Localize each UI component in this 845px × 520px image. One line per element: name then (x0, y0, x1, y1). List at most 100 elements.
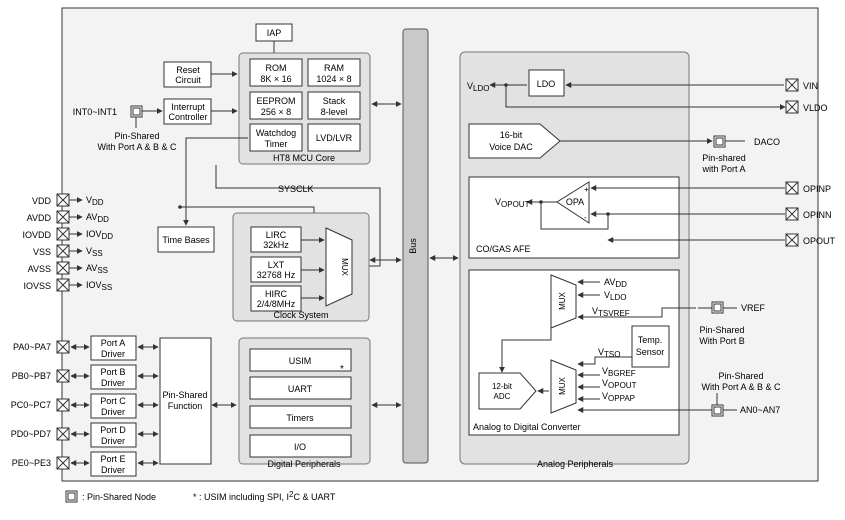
adc-title: Analog to Digital Converter (473, 422, 581, 432)
ram-size: 1024 × 8 (316, 74, 351, 84)
pin-shared-function-label-2: Function (168, 401, 203, 411)
port-driver-block (90, 335, 137, 361)
legend-footnote: * : USIM including SPI, I2C & UART (193, 490, 336, 502)
an-pin-label: AN0~AN7 (740, 405, 780, 415)
usim-label: USIM (289, 356, 312, 366)
timers-label: Timers (286, 413, 314, 423)
watchdog-block (249, 123, 303, 152)
port-driver-block (90, 364, 137, 390)
legend-node-label: : Pin-Shared Node (82, 492, 156, 502)
vopout-label: VOPOUT (495, 197, 530, 209)
port-driver-block (90, 422, 137, 448)
vldo-pin-label: VLDO (803, 103, 828, 113)
vref-pin-label: VREF (741, 303, 766, 313)
reset-label: Reset (176, 65, 200, 75)
voice-dac-block (468, 123, 561, 159)
port-pin-label: PD0~PD7 (11, 429, 51, 439)
port-driver-block (90, 393, 137, 419)
io-label: I/O (294, 442, 306, 452)
vldo-input-label: VLDO (604, 290, 626, 302)
power-rail-label: VSS (86, 246, 103, 258)
int-shared-label: Pin-Shared (114, 131, 159, 141)
watchdog-label-2: Timer (265, 139, 288, 149)
power-rail-label: AVSS (86, 263, 108, 275)
hirc-block (250, 285, 302, 312)
port-driver-label: Port C (100, 396, 126, 406)
avdd-input-label: AVDD (604, 277, 627, 289)
dac-label: 16-bit (500, 130, 523, 140)
time-bases-label: Time Bases (162, 235, 210, 245)
port-driver-label-2: Driver (101, 436, 125, 446)
power-rail-label: IOVSS (86, 280, 112, 292)
interrupt-label-2: Controller (168, 112, 207, 122)
vldo-internal-label: VLDO (467, 81, 489, 93)
sysclk-label: SYSCLK (278, 184, 314, 194)
port-driver-label: Port E (100, 454, 125, 464)
interrupt-label: Interrupt (171, 102, 205, 112)
daco-pin-label: DACO (754, 137, 780, 147)
port-driver-block (90, 451, 137, 477)
daco-shared-label-2: with Port A (701, 164, 745, 174)
opout-pin-label: OPOUT (803, 236, 836, 246)
power-pin-label: AVSS (28, 264, 51, 274)
opinp-pin-label: OPINP (803, 184, 831, 194)
opa-minus: - (584, 213, 587, 222)
vref-shared-label: Pin-Shared (699, 325, 744, 335)
interrupt-controller-block (163, 98, 212, 125)
bus (402, 28, 429, 464)
reset-label-2: Circuit (175, 75, 201, 85)
lxt-freq: 32768 Hz (257, 270, 296, 280)
port-driver-label-2: Driver (101, 349, 125, 359)
pin-shared-function-label: Pin-Shared (162, 390, 207, 400)
lxt-label: LXT (268, 260, 285, 270)
clock-system-title: Clock System (273, 310, 328, 320)
adc-mux-bottom (550, 359, 577, 414)
power-pin-label: AVDD (27, 213, 52, 223)
voppap-label: VOPPAP (602, 391, 635, 403)
vbgref-label: VBGREF (602, 366, 636, 378)
time-bases-block (157, 226, 215, 253)
digital-peripherals-title: Digital Peripherals (267, 459, 341, 469)
an-shared-label-2: With Port A & B & C (701, 382, 781, 392)
rom-label: ROM (266, 63, 287, 73)
stack-depth: 8-level (321, 107, 348, 117)
port-driver-label: Port B (100, 367, 125, 377)
opa-plus: + (584, 185, 589, 194)
opa-label: OPA (566, 197, 584, 207)
int-shared-label-2: With Port A & B & C (97, 142, 177, 152)
vtso-label: VTSO (598, 347, 620, 359)
power-rail-label: AVDD (86, 212, 109, 224)
stack-label: Stack (323, 96, 346, 106)
adc-12bit-label: 12-bit (492, 382, 513, 391)
port-driver-label: Port A (101, 338, 126, 348)
lirc-freq: 32kHz (263, 240, 289, 250)
power-pin-label: VDD (32, 196, 52, 206)
port-pin-label: PE0~PE3 (12, 458, 51, 468)
eeprom-size: 256 × 8 (261, 107, 291, 117)
port-driver-label-2: Driver (101, 378, 125, 388)
eeprom-block (249, 91, 303, 120)
stack-block (307, 91, 361, 120)
port-pin-label: PA0~PA7 (13, 342, 51, 352)
adc-mux-top-label: MUX (558, 291, 567, 309)
port-pin-label: PC0~PC7 (11, 400, 51, 410)
rom-block (249, 58, 303, 87)
ldo-block (528, 69, 565, 97)
co-gas-afe-block (468, 176, 680, 259)
adc-mux-bottom-label: MUX (558, 376, 567, 394)
rom-size: 8K × 16 (260, 74, 291, 84)
lvd-block (307, 123, 361, 152)
int-pin-label: INT0~INT1 (73, 107, 117, 117)
port-pin-label: PB0~PB7 (12, 371, 51, 381)
lxt-block (250, 256, 302, 283)
uart-label: UART (288, 384, 313, 394)
usim-block (249, 348, 352, 372)
power-rail-label: VDD (86, 195, 104, 207)
lirc-label: LIRC (266, 230, 287, 240)
clock-mux (325, 227, 353, 307)
vopout-input-label: VOPOUT (602, 378, 637, 390)
temp-sensor-block (631, 325, 670, 368)
